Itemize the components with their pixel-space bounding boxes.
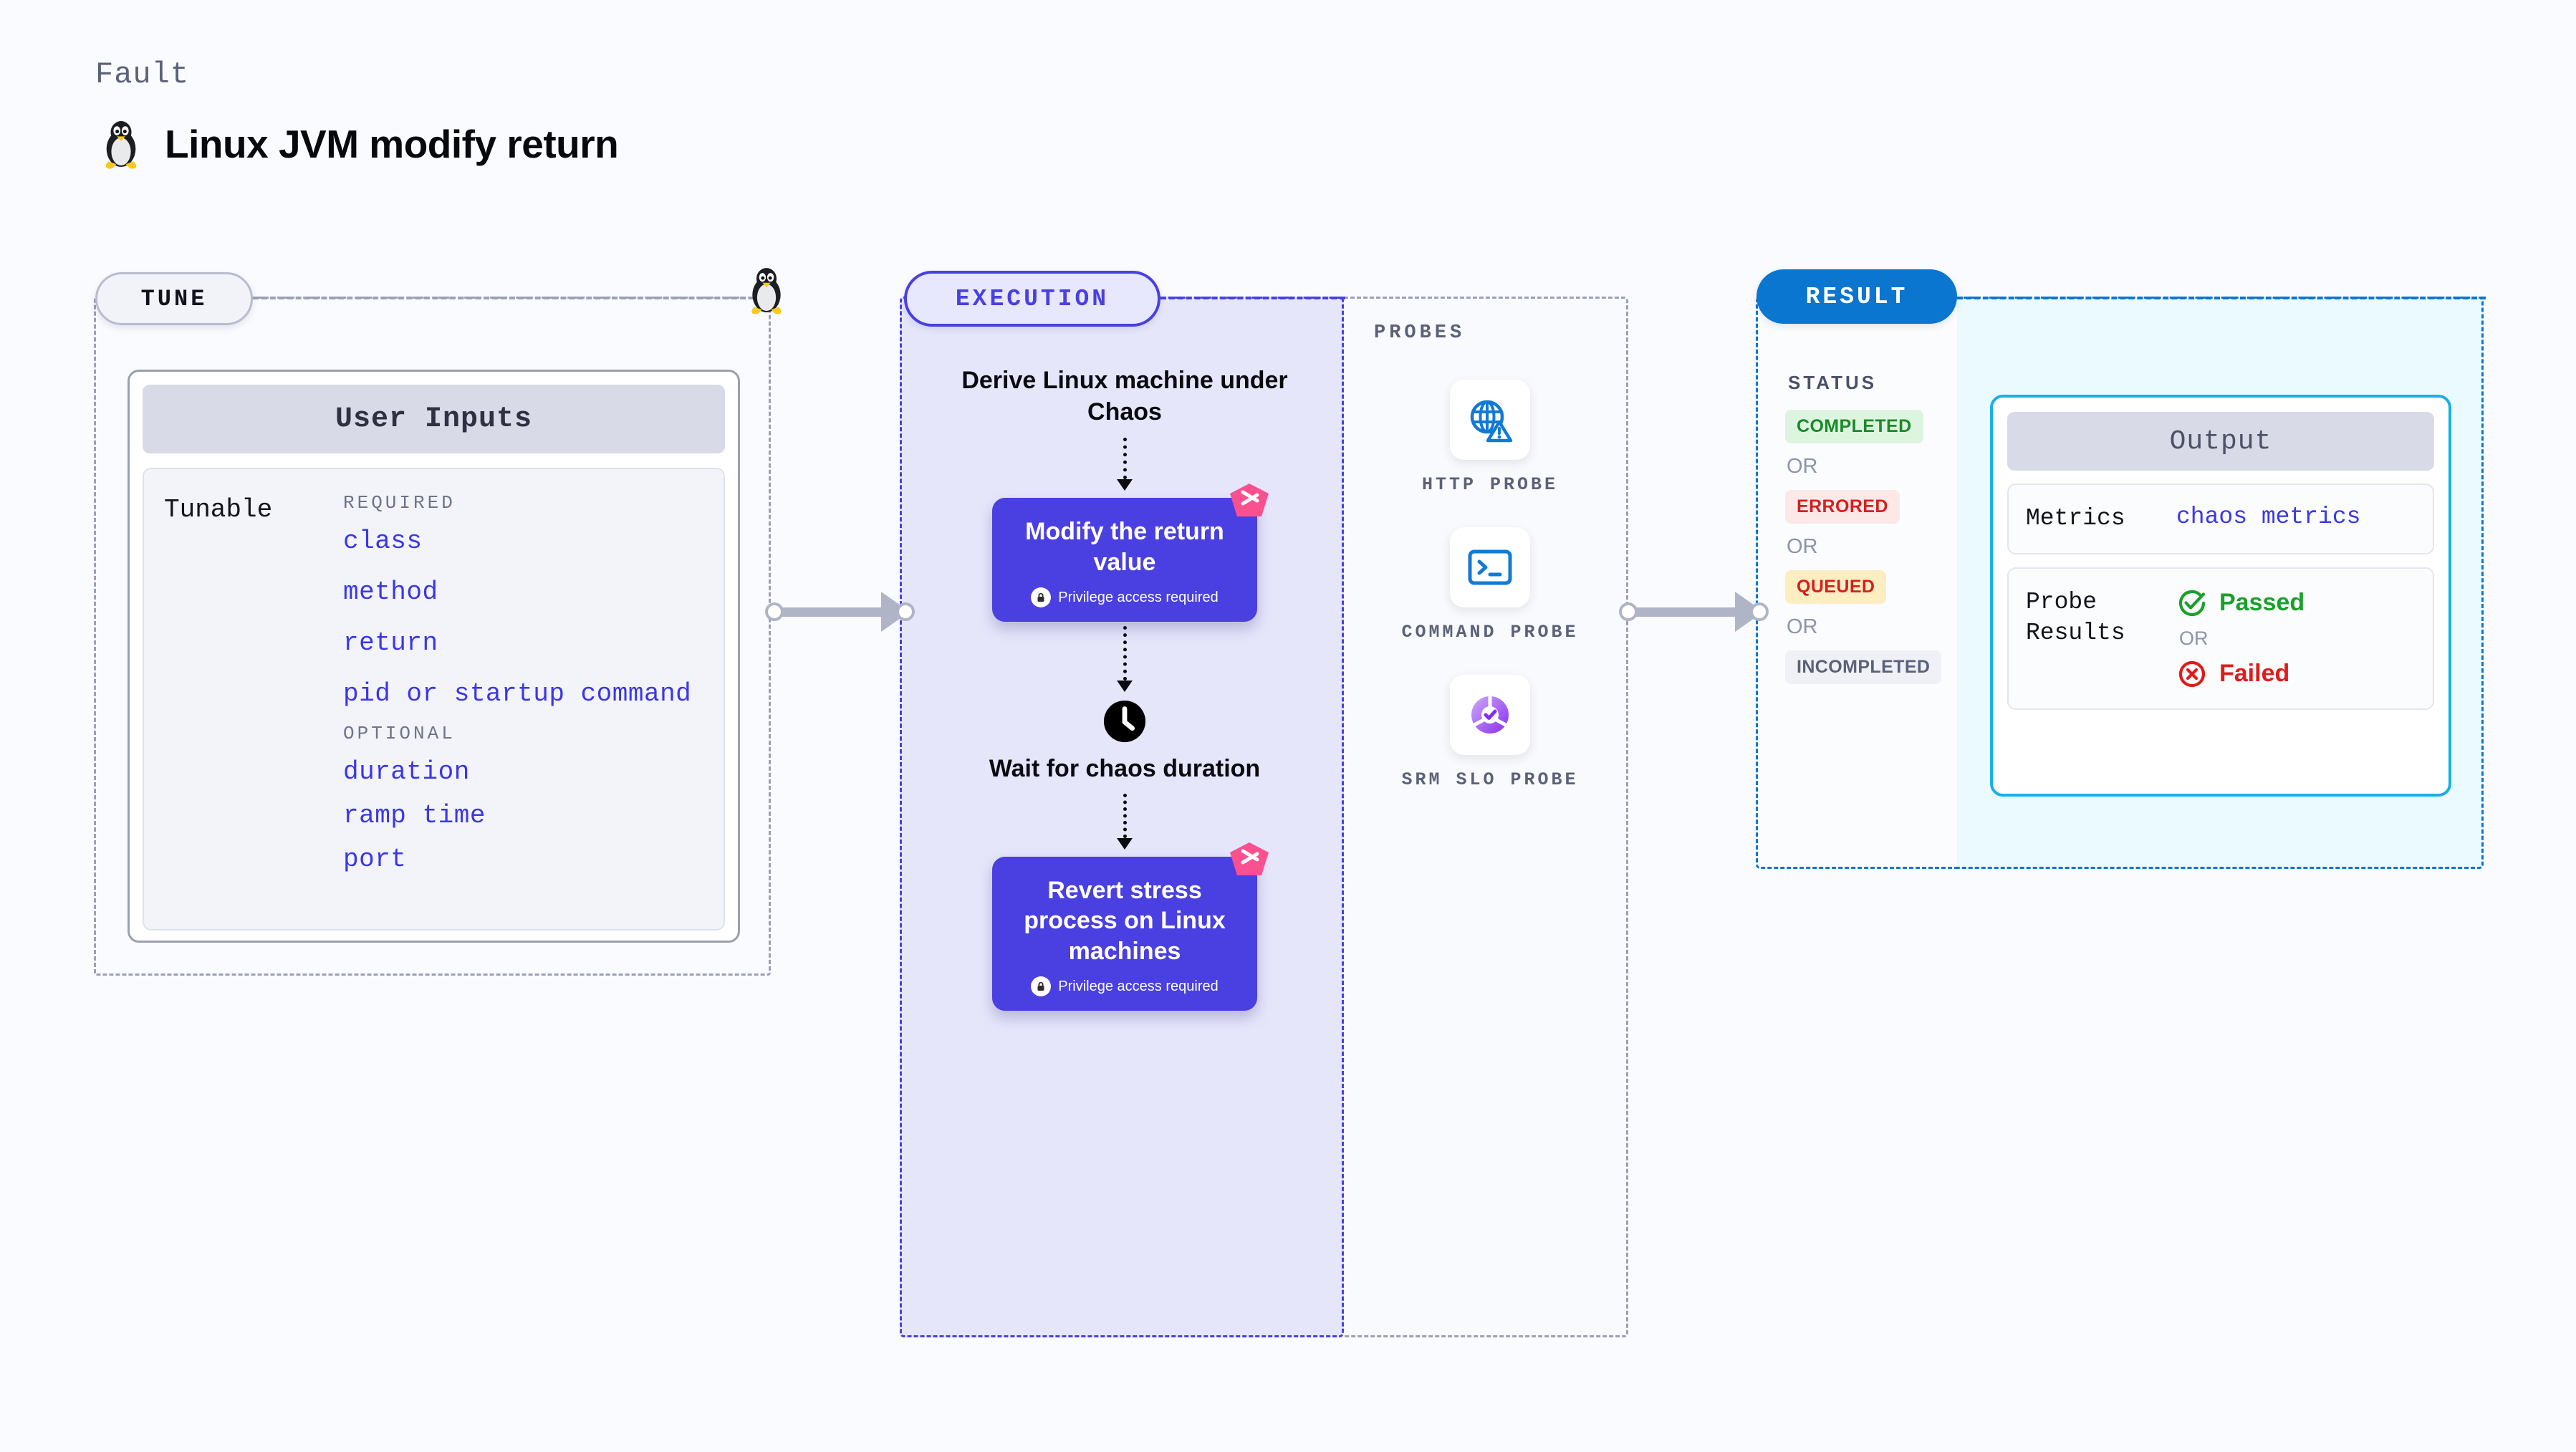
probe-command-tile[interactable] — [1449, 527, 1530, 607]
tune-stage-pill[interactable]: TUNE — [95, 272, 253, 325]
probe-srm-slo[interactable]: SRM SLO PROBE — [1401, 674, 1579, 792]
flow-arrow-3 — [1117, 793, 1133, 850]
status-list: COMPLETED OR ERRORED OR QUEUED OR INCOMP… — [1785, 410, 1942, 684]
tux-penguin-icon — [105, 121, 137, 169]
page-title: Linux JVM modify return — [99, 118, 619, 170]
lock-icon — [1031, 587, 1052, 608]
execution-flow: Derive Linux machine under Chaos Modify … — [931, 365, 1318, 1011]
status-badge-incompleted: INCOMPLETED — [1785, 650, 1942, 684]
lock-icon — [1031, 976, 1052, 997]
task-revert-stress-process[interactable]: Revert stress process on Linux machines … — [992, 842, 1269, 1011]
flow-arrow-1 — [1117, 438, 1133, 491]
result-stage-pill[interactable]: RESULT — [1756, 269, 1957, 324]
terminal-icon — [1468, 549, 1512, 585]
task-revert-stress-note: Privilege access required — [1031, 976, 1219, 997]
status-badge-queued: QUEUED — [1785, 570, 1887, 604]
status-or-3: OR — [1787, 615, 1818, 638]
tune-frame-top-edge — [253, 297, 754, 299]
status-badge-errored: ERRORED — [1785, 490, 1900, 524]
globe-warning-icon — [1470, 400, 1513, 443]
status-heading: STATUS — [1788, 372, 1878, 393]
user-inputs-header: User Inputs — [143, 385, 725, 453]
result-frame-top-edge — [1957, 297, 2486, 299]
tunable-duration[interactable]: duration — [343, 757, 470, 787]
clock-icon — [1103, 700, 1146, 743]
probe-srm-slo-label: SRM SLO PROBE — [1401, 769, 1579, 790]
fault-kicker: Fault — [95, 57, 190, 92]
page-title-text: Linux JVM modify return — [165, 122, 619, 166]
tunable-port[interactable]: port — [343, 845, 407, 874]
probe-results-values: Passed OR Failed — [2176, 587, 2305, 690]
task-modify-return-value[interactable]: Modify the return value Privilege access… — [992, 484, 1269, 622]
probe-result-or: OR — [2179, 627, 2209, 649]
x-circle-icon — [2178, 660, 2206, 687]
task-modify-return-value-note: Privilege access required — [1031, 587, 1219, 608]
tunable-method[interactable]: method — [343, 577, 438, 607]
tunable-pid-or-startup-command[interactable]: pid or startup command — [343, 679, 692, 708]
task-modify-return-value-title: Modify the return value — [1025, 518, 1224, 576]
probe-result-failed-label: Failed — [2219, 660, 2290, 688]
tunable-class[interactable]: class — [343, 527, 423, 556]
harness-chaos-mark-icon — [1230, 842, 1269, 875]
probe-http[interactable]: HTTP PROBE — [1422, 380, 1558, 497]
execution-stage-pill[interactable]: EXECUTION — [904, 271, 1160, 327]
task-revert-stress-title: Revert stress process on Linux machines — [1024, 876, 1226, 965]
probe-results-key: Probe Results — [2026, 588, 2125, 646]
probe-srm-slo-tile[interactable] — [1449, 674, 1530, 755]
user-inputs-card: User Inputs Tunable REQUIRED class metho… — [128, 370, 740, 943]
probe-command[interactable]: COMMAND PROBE — [1401, 527, 1578, 645]
task-revert-note-text: Privilege access required — [1058, 978, 1219, 994]
probes-section-frame — [1344, 297, 1628, 1337]
execution-frame-top-edge — [1160, 297, 1345, 299]
slo-donut-icon — [1471, 694, 1509, 734]
tux-penguin-marker-icon — [751, 268, 782, 314]
probe-result-passed: Passed — [2176, 587, 2305, 619]
connector-execution-to-result — [1619, 592, 1769, 632]
status-or-2: OR — [1787, 535, 1818, 558]
required-group-heading: REQUIRED — [343, 492, 456, 514]
metrics-value[interactable]: chaos metrics — [2176, 504, 2361, 530]
probe-result-failed: Failed — [2176, 658, 2305, 690]
flow-step-derive-machine: Derive Linux machine under Chaos — [961, 367, 1288, 425]
flow-step-wait-duration: Wait for chaos duration — [989, 755, 1261, 783]
probe-result-passed-label: Passed — [2219, 589, 2305, 617]
probe-command-label: COMMAND PROBE — [1401, 621, 1579, 643]
status-badge-completed: COMPLETED — [1785, 410, 1923, 443]
tunable-row-label: Tunable — [164, 495, 273, 524]
output-header: Output — [2007, 412, 2434, 471]
check-circle-icon — [2178, 590, 2206, 616]
probes-heading: PROBES — [1374, 322, 1466, 344]
status-or-1: OR — [1787, 455, 1818, 478]
output-card: Output Metrics chaos metrics Probe Resul… — [1990, 395, 2451, 797]
optional-group-heading: OPTIONAL — [343, 723, 456, 744]
tunable-ramp-time[interactable]: ramp time — [343, 801, 486, 830]
task-modify-note-text: Privilege access required — [1058, 589, 1219, 605]
output-row-probe-results: Probe Results Passed OR Failed — [2007, 567, 2434, 710]
tunable-items: REQUIRED class method return pid or star… — [343, 492, 703, 906]
connector-tune-to-execution — [765, 592, 915, 632]
probe-http-label: HTTP PROBE — [1421, 474, 1559, 495]
probe-http-tile[interactable] — [1450, 380, 1530, 460]
output-row-metrics: Metrics chaos metrics — [2007, 484, 2434, 554]
harness-chaos-mark-icon — [1230, 484, 1269, 517]
flow-arrow-2 — [1117, 626, 1133, 693]
tunable-return[interactable]: return — [343, 628, 438, 658]
probes-list: HTTP PROBE COMMAND PROBE — [1400, 380, 1580, 792]
metrics-key: Metrics — [2026, 505, 2125, 532]
tunable-body: Tunable REQUIRED class method return pid… — [143, 468, 725, 931]
